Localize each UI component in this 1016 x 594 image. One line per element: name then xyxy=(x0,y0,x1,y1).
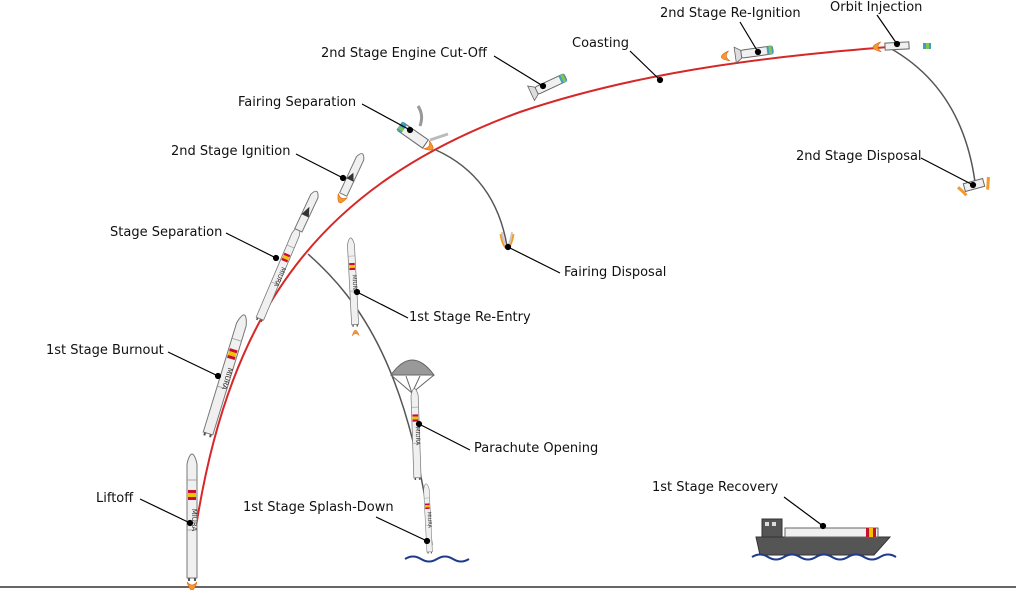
fairing-separation-group xyxy=(396,105,449,154)
label-fairing-disposal: Fairing Disposal xyxy=(564,265,667,280)
second-stage-ignition-rocket xyxy=(334,153,365,206)
separated-first-stage: MIURA xyxy=(254,225,303,323)
parachute-first-stage: MIURA xyxy=(410,388,422,481)
leader-lines xyxy=(139,14,977,545)
orbit-injection-stage xyxy=(872,41,910,53)
engine-cutoff-stage xyxy=(527,69,570,102)
burnout-rocket: MIURA xyxy=(201,312,250,439)
parachute xyxy=(390,359,435,394)
separated-upper-stage xyxy=(294,190,319,233)
ascent-trajectory xyxy=(195,46,889,528)
rocket-name-text: MIURA xyxy=(190,509,198,532)
label-second-stage-cutoff: 2nd Stage Engine Cut-Off xyxy=(321,46,487,61)
liftoff-rocket: MIURA xyxy=(186,453,198,591)
label-stage-separation: Stage Separation xyxy=(110,225,223,240)
rocket-name-text: MIURA xyxy=(414,427,421,446)
label-second-stage-ignition: 2nd Stage Ignition xyxy=(171,144,291,159)
label-first-stage-splashdown: 1st Stage Splash-Down xyxy=(243,500,394,515)
label-first-stage-burnout: 1st Stage Burnout xyxy=(46,343,164,358)
label-fairing-separation: Fairing Separation xyxy=(238,95,357,110)
label-coasting: Coasting xyxy=(572,36,629,51)
second-stage-disposal-path xyxy=(887,46,976,183)
splashdown-waves xyxy=(404,555,470,563)
rocket-name-text: MIURA xyxy=(426,512,433,529)
splashdown-first-stage: MIURA xyxy=(423,483,433,554)
label-parachute-opening: Parachute Opening xyxy=(474,441,599,456)
label-orbit-injection: Orbit Injection xyxy=(830,0,923,15)
label-first-stage-reentry: 1st Stage Re-Entry xyxy=(409,310,531,325)
rocket-name-text: MIURA xyxy=(351,275,358,294)
payload-satellite xyxy=(923,43,931,49)
recovery-ship xyxy=(751,518,897,561)
reentry-first-stage: MIURA xyxy=(346,237,360,337)
fairing-descent-path xyxy=(435,149,508,247)
first-stage-descent-path xyxy=(307,253,433,546)
label-first-stage-recovery: 1st Stage Recovery xyxy=(652,480,779,495)
label-second-stage-reignition: 2nd Stage Re-Ignition xyxy=(660,6,801,21)
label-liftoff: Liftoff xyxy=(96,491,134,506)
label-second-stage-disposal: 2nd Stage Disposal xyxy=(796,149,922,164)
